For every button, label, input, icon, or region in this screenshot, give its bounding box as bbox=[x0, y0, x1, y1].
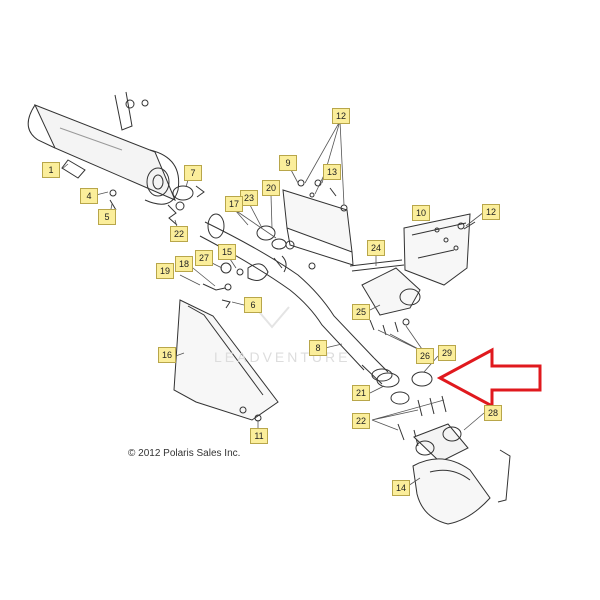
bracket-part bbox=[282, 179, 354, 266]
callout-12-right: 12 bbox=[482, 204, 500, 220]
leader-lines bbox=[61, 120, 485, 487]
lower-shield-part bbox=[412, 449, 511, 525]
callout-1: 1 bbox=[42, 162, 60, 178]
watermark-logo bbox=[254, 306, 290, 329]
callout-10: 10 bbox=[412, 205, 430, 221]
callout-15: 15 bbox=[218, 244, 236, 260]
callout-6: 6 bbox=[244, 297, 262, 313]
callout-9: 9 bbox=[279, 155, 297, 171]
callout-16: 16 bbox=[158, 347, 176, 363]
heat-shield-part bbox=[403, 213, 476, 286]
callout-13: 13 bbox=[323, 164, 341, 180]
callout-14: 14 bbox=[392, 480, 410, 496]
callout-24: 24 bbox=[367, 240, 385, 256]
callout-4: 4 bbox=[80, 188, 98, 204]
hanger-cluster bbox=[202, 262, 316, 309]
manifold-part bbox=[413, 423, 469, 463]
callout-5: 5 bbox=[98, 209, 116, 225]
gasket-part bbox=[172, 185, 194, 201]
callout-29: 29 bbox=[438, 345, 456, 361]
callout-22-upper: 22 bbox=[170, 226, 188, 242]
seal-rings bbox=[376, 371, 433, 405]
callout-18: 18 bbox=[175, 256, 193, 272]
callout-28: 28 bbox=[484, 405, 502, 421]
callout-11: 11 bbox=[250, 428, 268, 444]
callout-19: 19 bbox=[156, 263, 174, 279]
callout-17: 17 bbox=[225, 196, 243, 212]
fasteners-left bbox=[109, 185, 205, 211]
callout-8: 8 bbox=[309, 340, 327, 356]
callout-20: 20 bbox=[262, 180, 280, 196]
y-pipe-part bbox=[361, 267, 421, 336]
callout-22-lower: 22 bbox=[352, 413, 370, 429]
muffler-part bbox=[27, 91, 180, 205]
watermark-text: LEADVENTURE bbox=[214, 349, 351, 365]
callout-25: 25 bbox=[352, 304, 370, 320]
clamp-cluster bbox=[256, 225, 295, 273]
callout-12-upper: 12 bbox=[332, 108, 350, 124]
callout-21: 21 bbox=[352, 385, 370, 401]
callout-27: 27 bbox=[195, 250, 213, 266]
heat-shield-16 bbox=[173, 299, 279, 422]
spring-part bbox=[167, 204, 178, 226]
callout-26: 26 bbox=[416, 348, 434, 364]
callout-7: 7 bbox=[184, 165, 202, 181]
indicator-arrow bbox=[436, 347, 542, 409]
copyright-text: © 2012 Polaris Sales Inc. bbox=[128, 448, 241, 459]
